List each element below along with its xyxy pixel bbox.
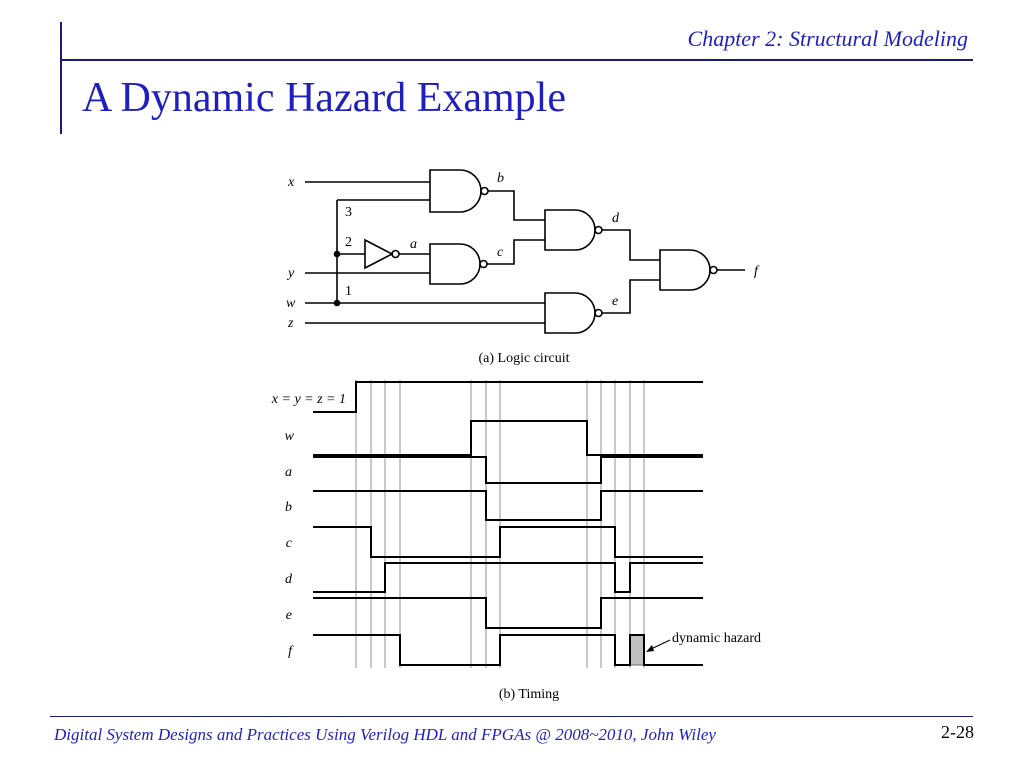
waveform-e	[313, 597, 703, 629]
path-label-3: 3	[345, 205, 352, 220]
nand-gate-f	[659, 249, 711, 291]
waveform-xyz	[313, 381, 703, 413]
label-x: x	[287, 175, 295, 190]
signal-label-f: f	[288, 644, 294, 659]
label-c: c	[497, 245, 504, 260]
label-z: z	[287, 316, 294, 331]
waveform-b	[313, 490, 703, 521]
waveform-d	[313, 562, 703, 593]
nand-gate-c	[429, 243, 481, 285]
hazard-arrowhead	[646, 645, 654, 652]
label-b: b	[497, 171, 504, 186]
page-number: 2-28	[941, 722, 974, 742]
waveform-w	[313, 420, 703, 456]
circuit-caption: (a) Logic circuit	[479, 351, 570, 366]
signal-label-a: a	[285, 465, 292, 480]
label-e: e	[612, 294, 618, 309]
footer-citation: Digital System Designs and Practices Usi…	[54, 725, 716, 744]
label-f: f	[754, 264, 760, 279]
inverter-gate	[364, 238, 394, 270]
signal-label-c: c	[286, 536, 293, 551]
wire-c	[487, 239, 545, 265]
nand-gate-b	[429, 169, 482, 213]
slide-title: A Dynamic Hazard Example	[82, 75, 566, 121]
header-rule	[60, 59, 973, 61]
waveform-c	[313, 526, 703, 558]
logic-circuit	[305, 169, 745, 334]
signal-label-e: e	[286, 608, 292, 623]
chapter-heading: Chapter 2: Structural Modeling	[687, 26, 968, 51]
signal-label-xyz: x = y = z = 1	[271, 392, 346, 407]
signal-label-b: b	[285, 500, 292, 515]
junction-dot	[333, 250, 341, 258]
label-a: a	[410, 237, 417, 252]
left-vertical-rule	[60, 22, 62, 134]
gate-f-bubble	[709, 265, 718, 275]
junction-dot	[333, 299, 341, 307]
hazard-shade	[629, 634, 645, 666]
gate-e-bubble	[594, 308, 603, 318]
label-d: d	[612, 211, 620, 226]
gate-d-bubble	[594, 225, 603, 235]
nand-gate-d	[544, 209, 596, 251]
label-w: w	[286, 296, 296, 311]
gate-c-bubble	[479, 259, 488, 269]
waveform-f	[313, 634, 703, 666]
nand-gate-e	[544, 292, 596, 334]
wire-e	[602, 279, 660, 314]
signal-label-d: d	[285, 572, 293, 587]
footer-rule	[50, 716, 973, 717]
timing-caption: (b) Timing	[499, 687, 559, 702]
path-label-2: 2	[345, 235, 352, 250]
wire-b	[488, 190, 545, 221]
hazard-annotation: dynamic hazard	[672, 631, 761, 646]
timing-diagram: x = y = z = 1 w a b c d e f dynamic haza…	[271, 380, 761, 702]
gate-b-bubble	[480, 186, 489, 196]
signal-label-w: w	[285, 429, 295, 444]
waveform-a	[313, 456, 703, 484]
label-y: y	[286, 266, 295, 281]
path-label-1: 1	[345, 284, 352, 299]
wire-d	[602, 229, 660, 261]
